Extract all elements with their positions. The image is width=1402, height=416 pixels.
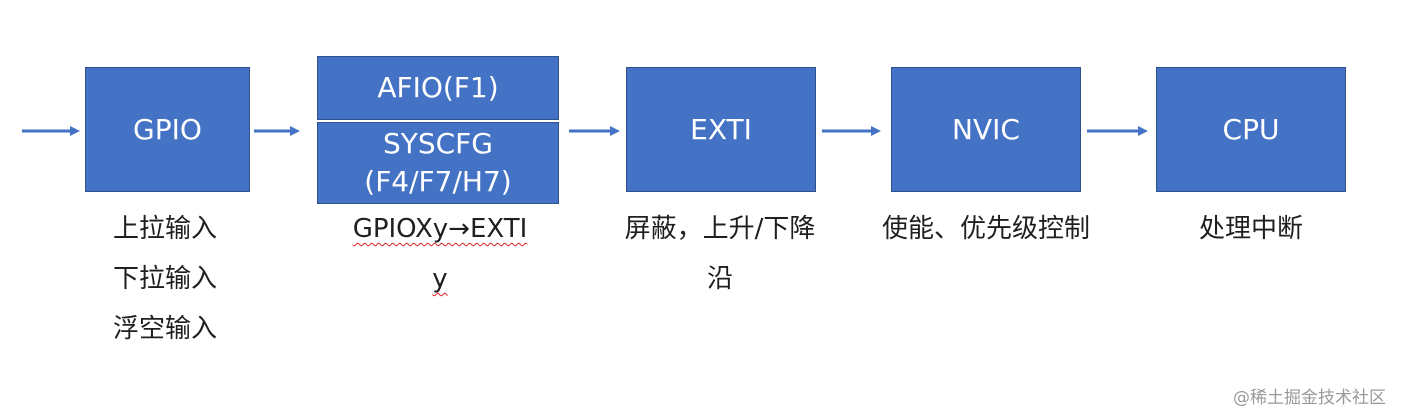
gpio-mode-pull-up: 上拉输入 bbox=[112, 214, 217, 244]
gpio-mode-pull-down: 下拉输入 bbox=[112, 264, 217, 294]
syscfg-box: SYSCFG (F4/F7/H7) bbox=[317, 122, 559, 204]
exti-box: EXTI bbox=[626, 67, 816, 192]
nvic-box: NVIC bbox=[891, 67, 1081, 192]
afio-box: AFIO(F1) bbox=[317, 56, 559, 120]
nvic-caption-line1: 使能、优先级控制 bbox=[881, 214, 1090, 244]
afio-caption: GPIOXy→EXTI y bbox=[300, 204, 580, 304]
watermark: @稀土掘金技术社区 bbox=[1233, 388, 1386, 408]
gpio-caption: 上拉输入 下拉输入 浮空输入 bbox=[90, 204, 240, 354]
cpu-caption: 处理中断 bbox=[1171, 204, 1331, 254]
cpu-caption-line1: 处理中断 bbox=[1198, 214, 1303, 244]
cpu-box-label: CPU bbox=[1222, 112, 1280, 146]
afio-caption-line2-text: y bbox=[432, 264, 448, 294]
cpu-box: CPU bbox=[1156, 67, 1346, 192]
afio-caption-line1: GPIOXy→EXTI bbox=[352, 214, 528, 244]
gpio-box: GPIO bbox=[85, 67, 250, 192]
exti-box-label: EXTI bbox=[690, 112, 752, 146]
syscfg-box-label-line1: SYSCFG bbox=[382, 127, 493, 160]
exti-caption-line1: 屏蔽，上升/下降 bbox=[624, 214, 816, 244]
afio-box-label: AFIO(F1) bbox=[377, 71, 499, 104]
gpio-box-label: GPIO bbox=[133, 112, 202, 146]
exti-caption-line2: 沿 bbox=[706, 264, 733, 294]
gpio-mode-floating: 浮空输入 bbox=[112, 314, 217, 344]
afio-caption-line2: y bbox=[300, 254, 580, 304]
syscfg-box-label-line2: (F4/F7/H7) bbox=[364, 165, 512, 198]
exti-caption: 屏蔽，上升/下降 沿 bbox=[600, 204, 840, 304]
nvic-box-label: NVIC bbox=[952, 112, 1020, 146]
nvic-caption: 使能、优先级控制 bbox=[861, 204, 1111, 254]
